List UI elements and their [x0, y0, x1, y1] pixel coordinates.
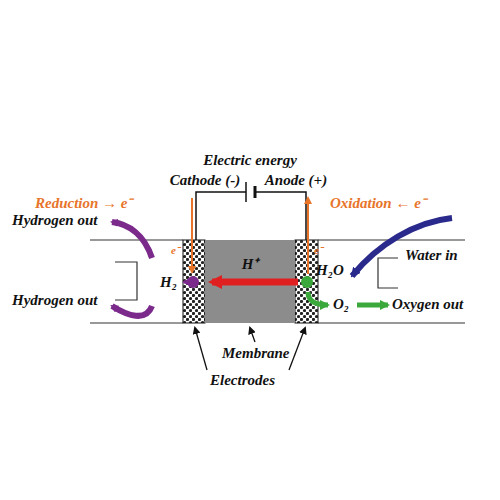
terminal-label: Anode (+) — [265, 172, 327, 189]
species-label: H₂ — [160, 274, 177, 291]
reaction-label: Oxidation ← e⁻ — [330, 195, 426, 212]
electron-label: e⁻ — [171, 244, 180, 257]
flow-label: Hydrogen out — [12, 212, 97, 229]
membrane-block: H⁺ — [205, 240, 295, 323]
species-label: H₂O — [316, 262, 344, 279]
terminal-label: Cathode (-) — [170, 172, 240, 189]
flow-label: Hydrogen out — [12, 292, 97, 309]
title-label: Electric energy — [203, 152, 297, 169]
flow-label: Water in — [405, 247, 458, 264]
flow-label: Oxygen out — [392, 296, 463, 313]
part-label: Electrodes — [210, 372, 275, 389]
electron-label: e⁻ — [314, 244, 323, 257]
part-label: Membrane — [222, 345, 290, 362]
ion-label: H⁺ — [205, 256, 295, 273]
species-label: O₂ — [333, 296, 349, 313]
reaction-label: Reduction → e⁻ — [35, 195, 133, 212]
